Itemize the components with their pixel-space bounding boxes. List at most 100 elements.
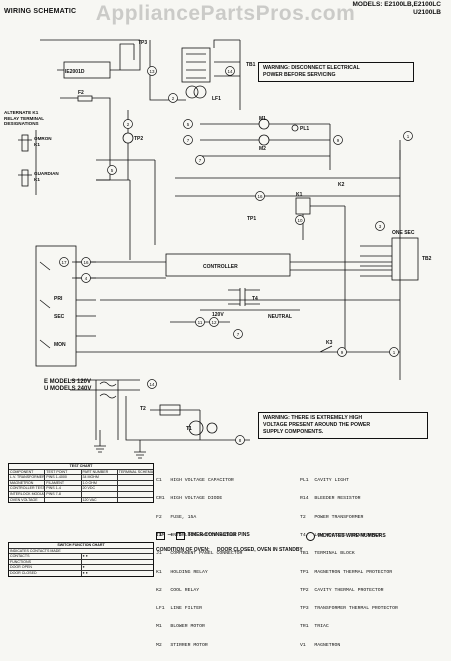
wire-number: 2 (168, 93, 178, 103)
test-chart-header: COMPONENT (9, 469, 46, 475)
switch-cell (82, 560, 154, 565)
test-cell: L.V. TRANSFORMER (10, 475, 46, 480)
wire-circle-icon (306, 532, 315, 541)
svg-text:7: 7 (237, 332, 240, 337)
legend-item: CR1 HIGH VOLTAGE DIODE (156, 496, 223, 502)
omron-text: OMRON (34, 136, 52, 141)
svg-text:12: 12 (211, 320, 217, 325)
u-models-voltage: U MODELS 240V (44, 386, 92, 392)
svg-text:16: 16 (83, 260, 89, 265)
test-cell: INTERLOCK MODULE (10, 491, 46, 497)
wire-number: 7 (183, 135, 193, 145)
switch-indicator-note: INDICATES CONTACTS MADE (10, 548, 61, 553)
f2-label: F2 (78, 90, 84, 96)
legend-item: C1 HIGH VOLTAGE CAPACITOR (156, 478, 234, 484)
wire-number: 9 (333, 135, 343, 145)
wire-number: 17 (59, 257, 69, 267)
tb2-label: TB2 (422, 256, 432, 262)
oven-condition-note: CONDITION OF OVEN: DOOR CLOSED, OVEN IN … (156, 547, 303, 554)
disconnect-warning: WARNING: DISCONNECT ELECTRICAL POWER BEF… (258, 62, 414, 82)
t1-label: T1 (186, 426, 192, 432)
interlock-module-box (35, 245, 77, 367)
test-cell: 20 VDC (82, 486, 118, 491)
test-cell: PINS 7-8 (45, 491, 82, 497)
k1-label: K1 (296, 192, 303, 198)
test-chart-row: INTERLOCK MODULE PINS 7-8 (9, 491, 153, 498)
legend-item: TP2 CAVITY THERMAL PROTECTOR (300, 587, 384, 593)
wire-number: 11 (195, 317, 205, 327)
svg-text:14: 14 (227, 69, 233, 74)
wire-number: 4 (81, 273, 91, 283)
neutral-label: NEUTRAL (268, 314, 292, 320)
schematic-diagram: 13 14 2 2 5 7 9 1 5 7 16 10 3 17 16 4 11… (18, 39, 432, 459)
test-cell: OVEN VOLTAGE (9, 497, 46, 503)
test-cell: FILAMENT (45, 480, 82, 486)
timer-pins-text: TIMER CONNECTOR PINS (187, 532, 250, 538)
wire-number: 7 (195, 155, 205, 165)
models-label: MODELS: E2100LB,E2100LC U2100LB (352, 1, 441, 17)
test-chart-row: MAGNETRON FILAMENT 1.0 OHM (9, 480, 153, 487)
m2-label: M2 (259, 146, 266, 152)
pl1-label: PL1 (300, 126, 309, 132)
test-cell: PINS 1-4000 (45, 475, 82, 480)
legend-item: LF1 LINE FILTER (156, 606, 203, 612)
legend-item: PL1 CAVITY LIGHT (300, 478, 349, 484)
svg-text:8: 8 (239, 438, 242, 443)
legend-item: M2 STIRRER MOTOR (156, 642, 208, 648)
warning-bottom-line-2: VOLTAGE PRESENT AROUND THE POWER (263, 422, 371, 428)
wire-number: 7 (233, 329, 243, 339)
wire-number: 12 (209, 317, 219, 327)
legend-item: K2 COOL RELAY (156, 587, 200, 593)
tp3-label: TP3 (138, 40, 147, 46)
legend-item: T2 POWER TRANSFORMER (300, 514, 364, 520)
t2-label: T2 (140, 406, 146, 412)
test-cell (118, 481, 153, 486)
svg-text:10: 10 (297, 218, 303, 223)
component-legend-left: C1 HIGH VOLTAGE CAPACITOR CR1 HIGH VOLTA… (156, 466, 242, 661)
wire-number: 14 (225, 66, 235, 76)
svg-text:11: 11 (198, 320, 203, 325)
switch-chart-row: FUNCTIONS (9, 559, 154, 566)
watermark: AppliancePartsPros.com (95, 2, 356, 25)
svg-text:5: 5 (187, 122, 190, 127)
legend-item: M1 BLOWER MOTOR (156, 624, 205, 630)
wire-number: 2 (123, 119, 133, 129)
legend-item: TB1 TERMINAL BLOCK (300, 551, 355, 557)
m1-label: M1 (259, 116, 266, 122)
svg-text:16: 16 (257, 194, 263, 199)
test-cell: 120 VAC (82, 497, 118, 503)
legend-item: ISM INTERLOCK SWITCH MODULE (156, 533, 237, 539)
wire-number: 5 (107, 165, 117, 175)
legend-item: V1 MAGNETRON (300, 642, 341, 648)
legend-item: K1 HOLDING RELAY (156, 569, 208, 575)
relay-note-line-2: RELAY TERMINAL (4, 115, 45, 121)
warning-top-line-2: POWER BEFORE SERVICING (263, 72, 336, 78)
v120-label: 120V (212, 312, 224, 318)
legend-item: TP1 MAGNETRON THERMAL PROTECTOR (300, 569, 393, 575)
switch-cell: ● ● (82, 554, 88, 559)
guardian-sub: K1 (34, 176, 40, 182)
wiring-schematic-page: AppliancePartsPros.com WIRING SCHEMATIC … (4, 1, 441, 648)
warning-top-line-1: WARNING: DISCONNECT ELECTRICAL (263, 65, 360, 71)
ie2001d-label: IE2001D (65, 69, 85, 75)
switch-chart-row: DOOR CLOSED ● ● (9, 570, 153, 576)
svg-text:7: 7 (187, 138, 190, 143)
line-filter-box (181, 47, 211, 83)
svg-text:9: 9 (341, 350, 344, 355)
wire-number: 1 (403, 131, 413, 141)
high-voltage-warning: WARNING: THERE IS EXTREMELY HIGH VOLTAGE… (258, 412, 428, 439)
svg-text:1: 1 (393, 350, 396, 355)
mon-label: MON (54, 342, 66, 348)
test-cell (45, 497, 82, 503)
legend-item: F2 FUSE, 15A (156, 514, 197, 520)
test-cell (82, 491, 118, 497)
wire-number: 9 (337, 347, 347, 357)
wire-number: 16 (255, 191, 265, 201)
wire-number: 8 (235, 435, 245, 445)
test-chart-header: TEST POINT (45, 469, 82, 475)
test-cell: PINS 1-4 (45, 486, 82, 491)
legend-item: R14 BLEEDER RESISTOR (300, 496, 361, 502)
test-chart: TEST CHART COMPONENT TEST POINT PART NUM… (8, 463, 154, 504)
one-sec-label: ONE SEC (392, 230, 415, 236)
switch-row-label: DOOR CLOSED (9, 570, 82, 576)
